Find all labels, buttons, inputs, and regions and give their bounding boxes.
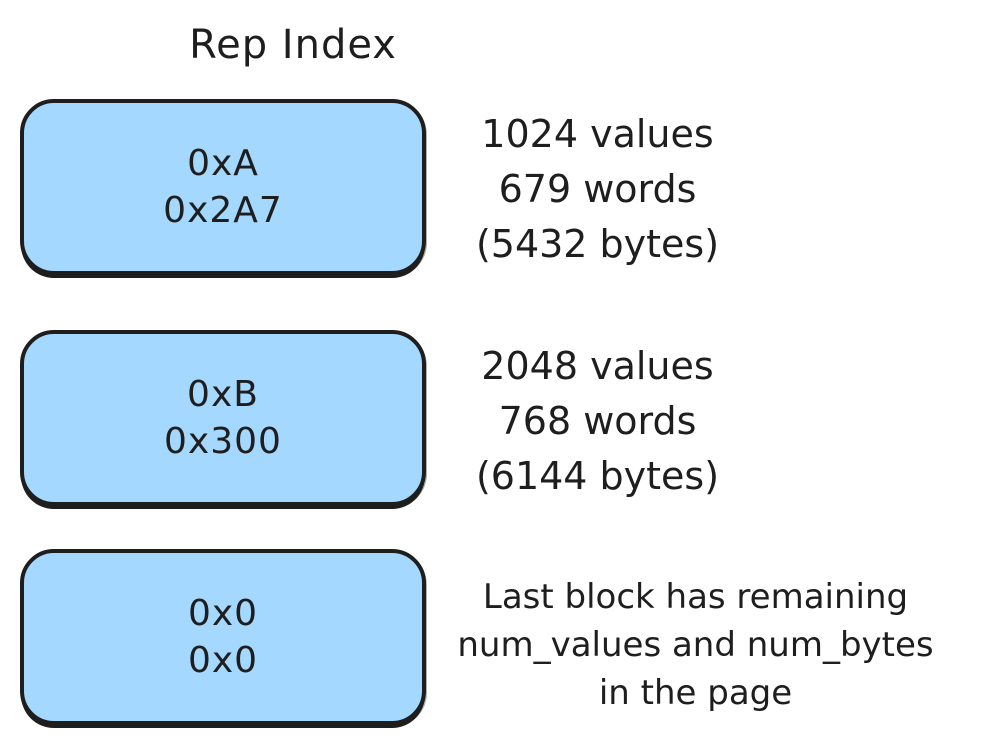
rep-index-block-1: 0xA 0x2A7	[20, 99, 426, 275]
block-2-annotation: 2048 values 768 words (6144 bytes)	[455, 339, 740, 504]
block-1-value-2: 0x2A7	[163, 190, 283, 231]
block-1-annotation: 1024 values 679 words (5432 bytes)	[455, 107, 740, 272]
rep-index-block-2: 0xB 0x300	[20, 330, 426, 506]
block-1-note-values: 1024 values	[481, 112, 714, 156]
block-2-note-bytes: (6144 bytes)	[475, 454, 720, 498]
block-3-note-line-1: Last block has remaining	[482, 577, 909, 617]
block-1-note-bytes: (5432 bytes)	[475, 222, 720, 266]
block-3-value-1: 0x0	[187, 593, 259, 634]
diagram-title: Rep Index	[189, 22, 397, 68]
block-3-note-line-3: in the page	[598, 673, 793, 713]
block-1-value-1: 0xA	[187, 143, 259, 184]
block-2-note-values: 2048 values	[481, 344, 714, 388]
block-2-note-words: 768 words	[498, 399, 697, 443]
block-3-note-line-2: num_values and num_bytes	[457, 625, 934, 665]
block-3-value-2: 0x0	[187, 640, 259, 681]
block-2-value-2: 0x300	[164, 421, 282, 462]
block-3-annotation: Last block has remaining num_values and …	[438, 573, 953, 717]
block-2-value-1: 0xB	[187, 374, 259, 415]
block-1-note-words: 679 words	[498, 167, 697, 211]
rep-index-block-3: 0x0 0x0	[20, 549, 426, 725]
